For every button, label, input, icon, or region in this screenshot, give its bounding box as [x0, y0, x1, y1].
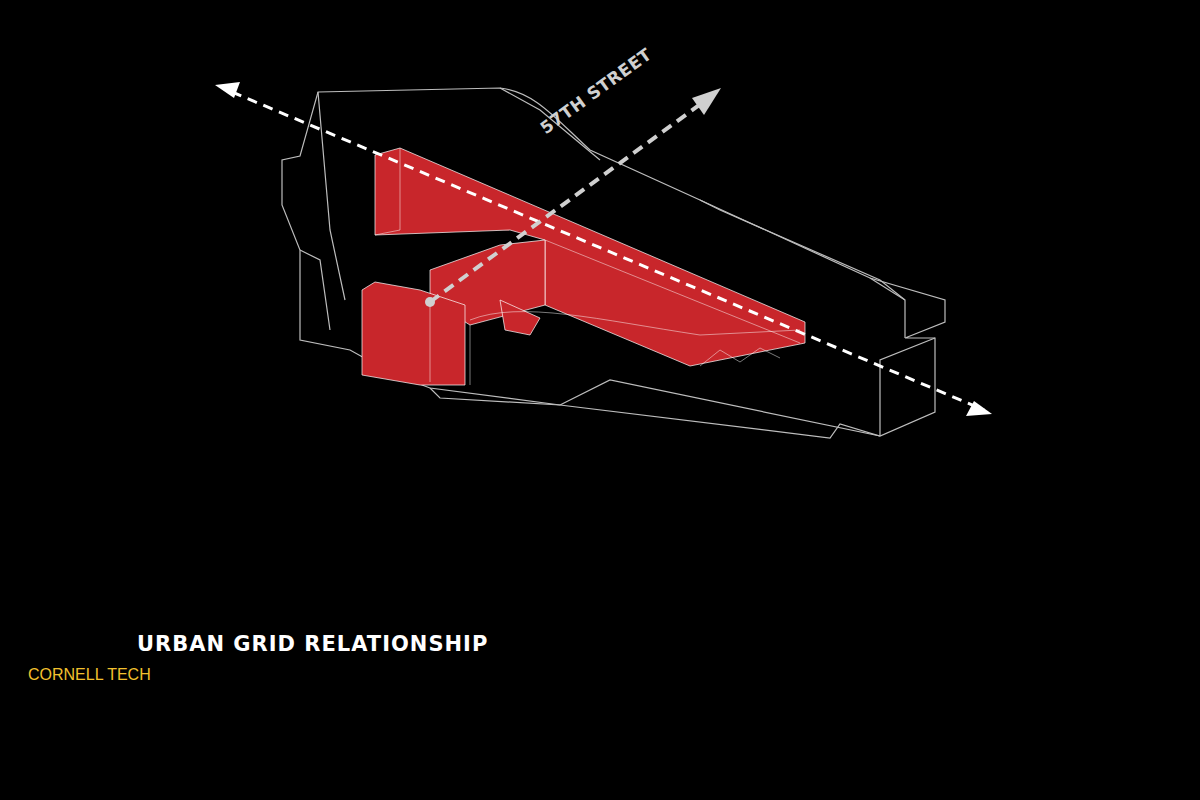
project-caption: CORNELL TECH	[28, 666, 151, 684]
grid-axis	[232, 92, 984, 410]
street-axis	[430, 103, 702, 302]
street-label: 57TH STREET	[536, 44, 655, 138]
diagram-title: URBAN GRID RELATIONSHIP	[137, 632, 488, 656]
